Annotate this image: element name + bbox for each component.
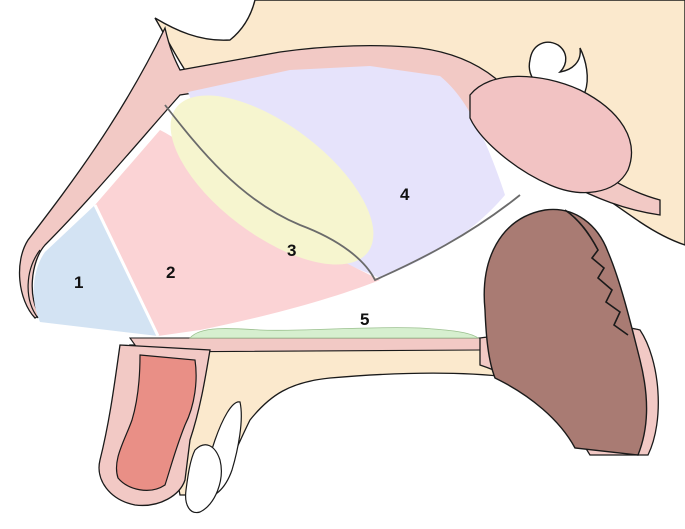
region-label-4: 4 [400, 185, 410, 204]
region-label-5: 5 [360, 310, 369, 329]
posterior-turbinate [469, 75, 633, 194]
incisor-root [115, 354, 197, 491]
region-3-fill [170, 95, 374, 265]
region-1-fill [33, 205, 159, 336]
middle-turbinate-line [164, 104, 521, 282]
region-2-fill [95, 130, 380, 336]
region-1-2-divider [93, 204, 160, 337]
nostril-rim [27, 249, 41, 319]
region-label-3: 3 [287, 241, 296, 260]
tongue [483, 208, 648, 456]
region-label-1: 1 [74, 273, 83, 292]
incisor-tooth-front [185, 444, 222, 514]
region-label-2: 2 [166, 263, 175, 282]
tongue-edge [564, 209, 629, 336]
region-5-fill [189, 327, 480, 339]
